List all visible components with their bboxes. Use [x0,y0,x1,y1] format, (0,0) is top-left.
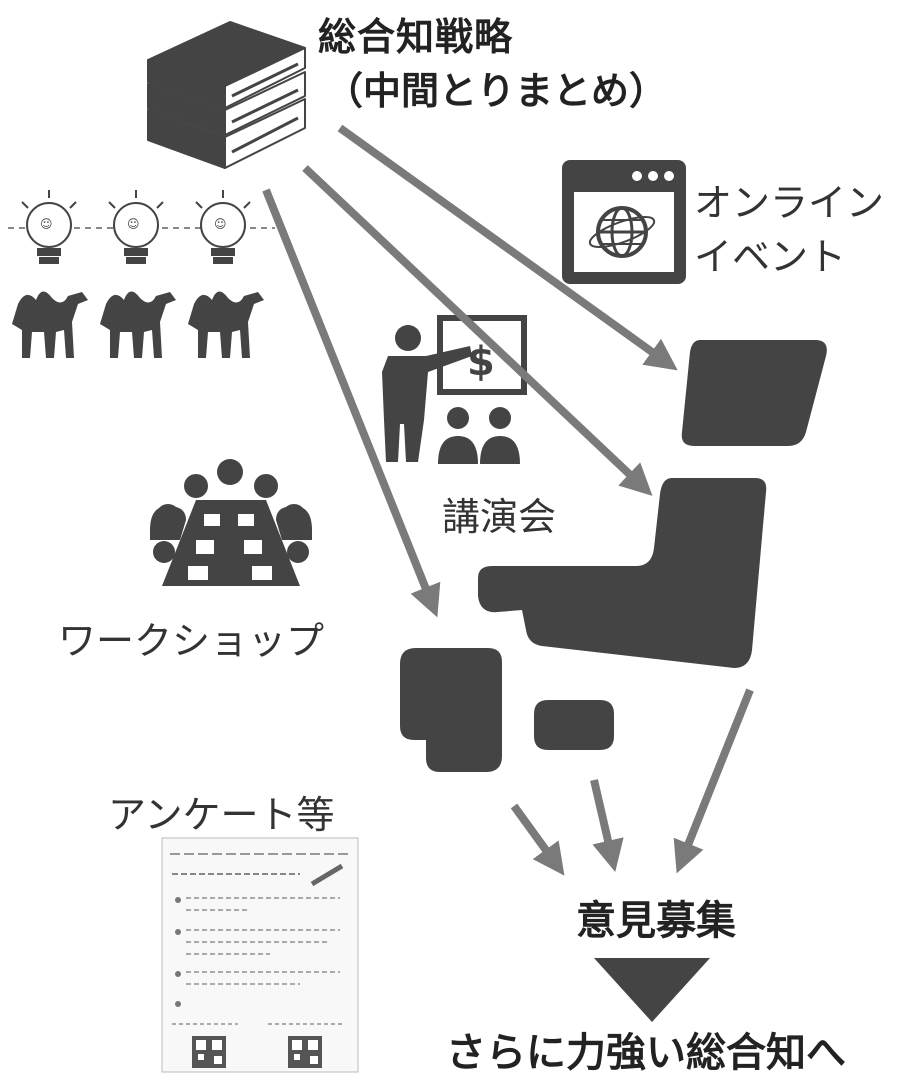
arrow-strategy-to-kyushu [262,188,441,618]
map-kyushu [400,648,502,772]
arrows [262,124,754,876]
arrow-strategy-to-hokkaido [337,124,678,371]
svg-text:☺: ☺ [127,217,140,231]
svg-text:☺: ☺ [40,217,53,231]
arrow-shikoku-to-collection [590,779,624,873]
japan-map [400,340,827,772]
strategy-subtitle: （中間とりまとめ） [325,69,668,113]
map-shikoku [534,700,614,750]
books-stack-icon [147,21,306,169]
strategy-title: 総合知戦略 [318,15,514,59]
lecture-presenter-icon: $ [382,315,527,464]
online-event-label-line1: オンライン [694,181,885,225]
svg-text:☺: ☺ [214,217,227,231]
camel-icon [12,291,264,358]
arrow-honshu-to-collection [673,688,754,874]
survey-document-image [161,837,359,1073]
goal-label: さらに力強い総合知へ [446,1030,846,1076]
down-triangle-icon [594,958,710,1022]
map-honshu [478,478,767,668]
survey-label: アンケート等 [108,793,335,837]
browser-globe-icon [562,160,686,284]
map-hokkaido [681,340,827,446]
lecture-label: 講演会 [442,495,557,539]
lightbulb-ideas-icon: ☺ ☺ ☺ [8,190,275,264]
arrow-kyushu-to-collection [510,803,565,876]
workshop-label: ワークショップ [58,619,325,663]
online-event-label-line2: イベント [694,235,847,279]
arrow-strategy-to-honshu [302,165,653,496]
workshop-meeting-icon [150,459,312,586]
opinion-collection-label: 意見募集 [576,898,736,944]
